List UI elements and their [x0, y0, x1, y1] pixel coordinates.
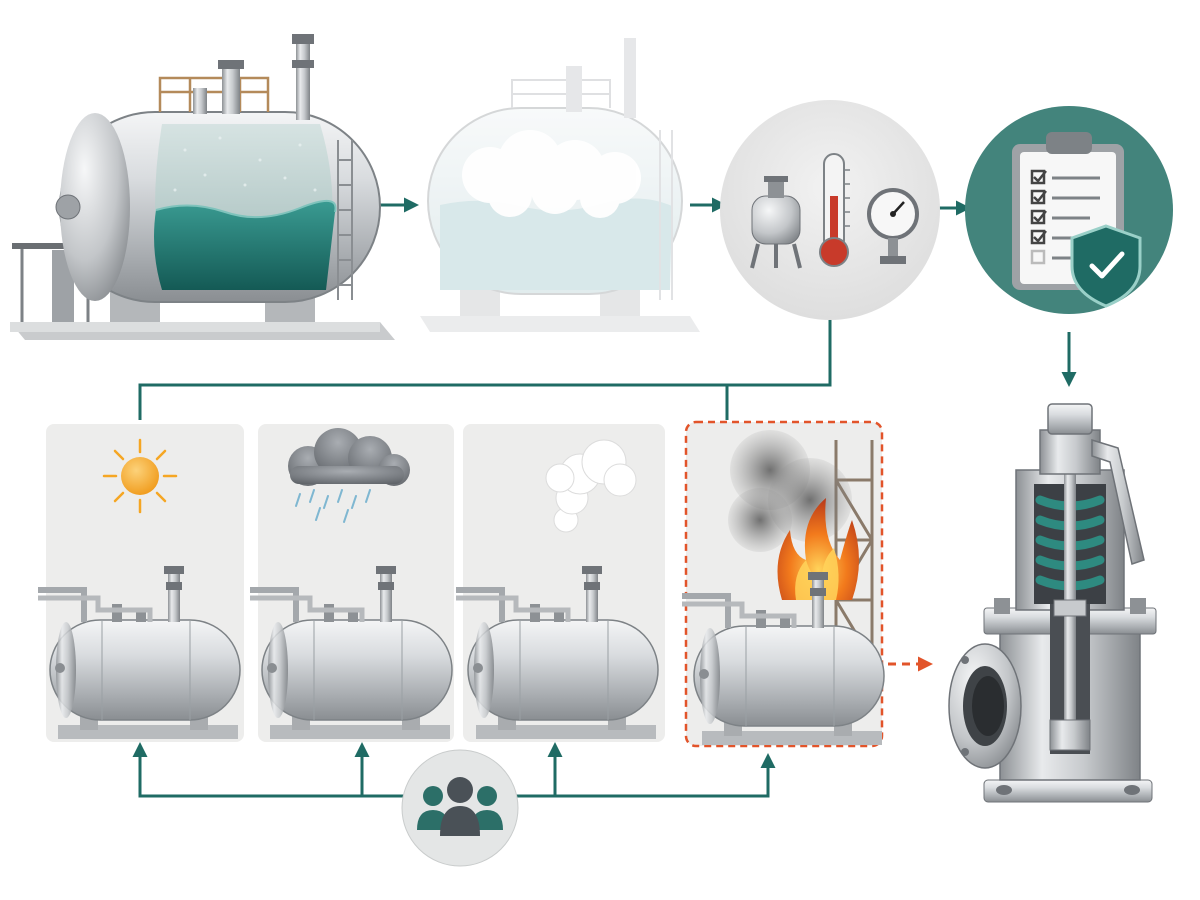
smoke-cloud: [728, 430, 852, 552]
thermometer-icon: [819, 153, 850, 267]
arrow-group-to-solar: [132, 742, 400, 798]
arrow-group-to-venting: [510, 742, 563, 798]
scenario-rain-panel: [250, 424, 454, 742]
sun-icon: [102, 438, 178, 514]
people-group-icon: [401, 749, 519, 867]
scenario-fire-panel: [682, 420, 884, 746]
arrow-group-to-fire: [518, 753, 776, 798]
scenario-venting-panel: [456, 424, 665, 742]
rain-cloud-icon: [288, 428, 410, 523]
connector-lines: [132, 197, 1077, 798]
horizontal-tank-with-liquid: [10, 34, 395, 340]
pressure-vessel-icon: [750, 176, 802, 269]
vapor-cloud: [462, 130, 641, 218]
shield-check-icon: [1070, 224, 1142, 308]
arrow-group-to-rain: [354, 742, 420, 798]
safety-checklist-circle: [965, 106, 1173, 314]
fire-icon: [777, 498, 859, 600]
pressure-relief-valve-cutaway: [948, 403, 1157, 803]
scenario-solar-panel: [38, 424, 244, 742]
link-properties-to-scenarios: [138, 320, 832, 420]
fluid-properties-circle: [720, 100, 940, 320]
steam-plume-icon: [545, 439, 637, 533]
pressure-gauge-icon: [867, 188, 919, 264]
